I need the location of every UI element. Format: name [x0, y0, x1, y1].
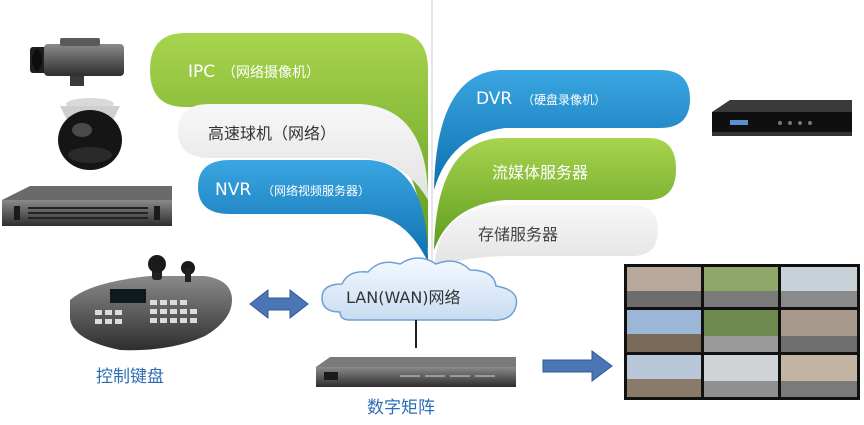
double-arrow-icon [249, 288, 309, 320]
nvr-rack-icon [2, 186, 172, 226]
matrix-label: 数字矩阵 [367, 398, 435, 418]
pill-speed-dome: 高速球机（网络） [178, 104, 428, 200]
pill-ipc-main: IPC [188, 62, 215, 82]
keyboard-label: 控制键盘 [96, 367, 164, 387]
pill-nvr-sub: （网络视频服务器） [262, 183, 370, 198]
video-wall-icon [624, 264, 860, 400]
pill-ipc: IPC （网络摄像机） [150, 33, 428, 250]
dome-camera-icon [58, 98, 122, 170]
pill-storage-server: 存储服务器 [434, 205, 658, 270]
control-keyboard-icon [70, 255, 232, 351]
video-wall-tiles [627, 267, 857, 397]
dvr-recorder-icon [712, 100, 852, 136]
pill-dvr-sub: （硬盘录像机） [522, 92, 606, 107]
box-camera-icon [30, 38, 124, 86]
pill-dvr-main: DVR [476, 89, 512, 109]
pill-nvr-main: NVR [215, 180, 251, 200]
digital-matrix-icon [316, 357, 516, 387]
pill-nvr: NVR （网络视频服务器） [198, 160, 428, 262]
pill-storage-server-main: 存储服务器 [478, 225, 558, 244]
network-label: LAN(WAN)网络 [346, 288, 461, 307]
pill-stream-server-main: 流媒体服务器 [492, 163, 588, 182]
pill-stream-server: 流媒体服务器 [434, 138, 676, 250]
pill-ipc-sub: （网络摄像机） [222, 65, 320, 81]
cloud-icon: LAN(WAN)网络 [321, 257, 518, 321]
pill-dvr: DVR （硬盘录像机） [434, 70, 690, 190]
pill-speed-dome-main: 高速球机（网络） [208, 124, 336, 143]
right-arrow-icon [542, 350, 613, 382]
